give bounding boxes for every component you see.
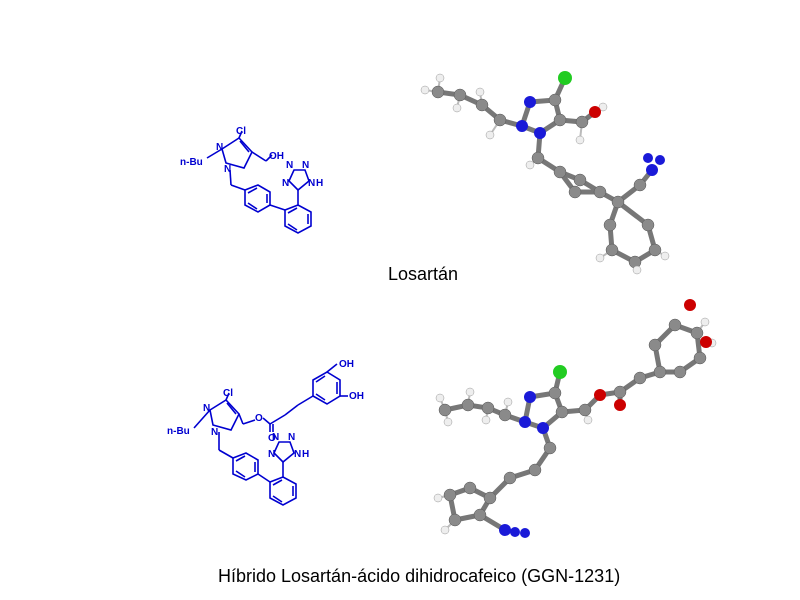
hydroxyl-label: OH — [269, 151, 284, 162]
tetrazole-nh-label: N — [294, 449, 301, 460]
tetrazole-n-label: N — [282, 178, 289, 189]
imidazole-n3-label: N — [216, 142, 223, 153]
tetrazole-n-label: N — [272, 432, 279, 443]
tetrazole-n-label: N — [288, 432, 295, 443]
carbonyl-oxygen-label: O — [268, 433, 276, 444]
tetrazole-h-label: H — [316, 178, 323, 189]
tetrazole-n-label: N — [286, 160, 293, 171]
tetrazole-n-label: N — [268, 449, 275, 460]
n-butyl-label: n-Bu — [167, 426, 190, 437]
chlorine-label: Cl — [223, 388, 233, 399]
hybrid-3d-model — [433, 299, 717, 538]
hybrid-caption: Híbrido Losartán-ácido dihidrocafeico (G… — [218, 566, 621, 586]
ester-oxygen-label: O — [255, 413, 263, 424]
chlorine-label: Cl — [236, 126, 246, 137]
imidazole-n1-label: N — [211, 427, 218, 438]
tetrazole-h-label: H — [302, 449, 309, 460]
hybrid-2d-structure: Cl n-Bu N N O O OH OH N N N N H — [167, 359, 364, 506]
imidazole-n1-label: N — [224, 164, 231, 175]
losartan-2d-structure: Cl n-Bu N N OH N N N N H — [180, 126, 323, 234]
hydroxyl-label: OH — [339, 359, 354, 370]
tetrazole-n-label: N — [302, 160, 309, 171]
losartan-caption: Losartán — [388, 264, 459, 284]
n-butyl-label: n-Bu — [180, 157, 203, 168]
tetrazole-nh-label: N — [308, 178, 315, 189]
hydroxyl-label: OH — [349, 391, 364, 402]
losartan-3d-model — [420, 71, 670, 275]
imidazole-n3-label: N — [203, 403, 210, 414]
